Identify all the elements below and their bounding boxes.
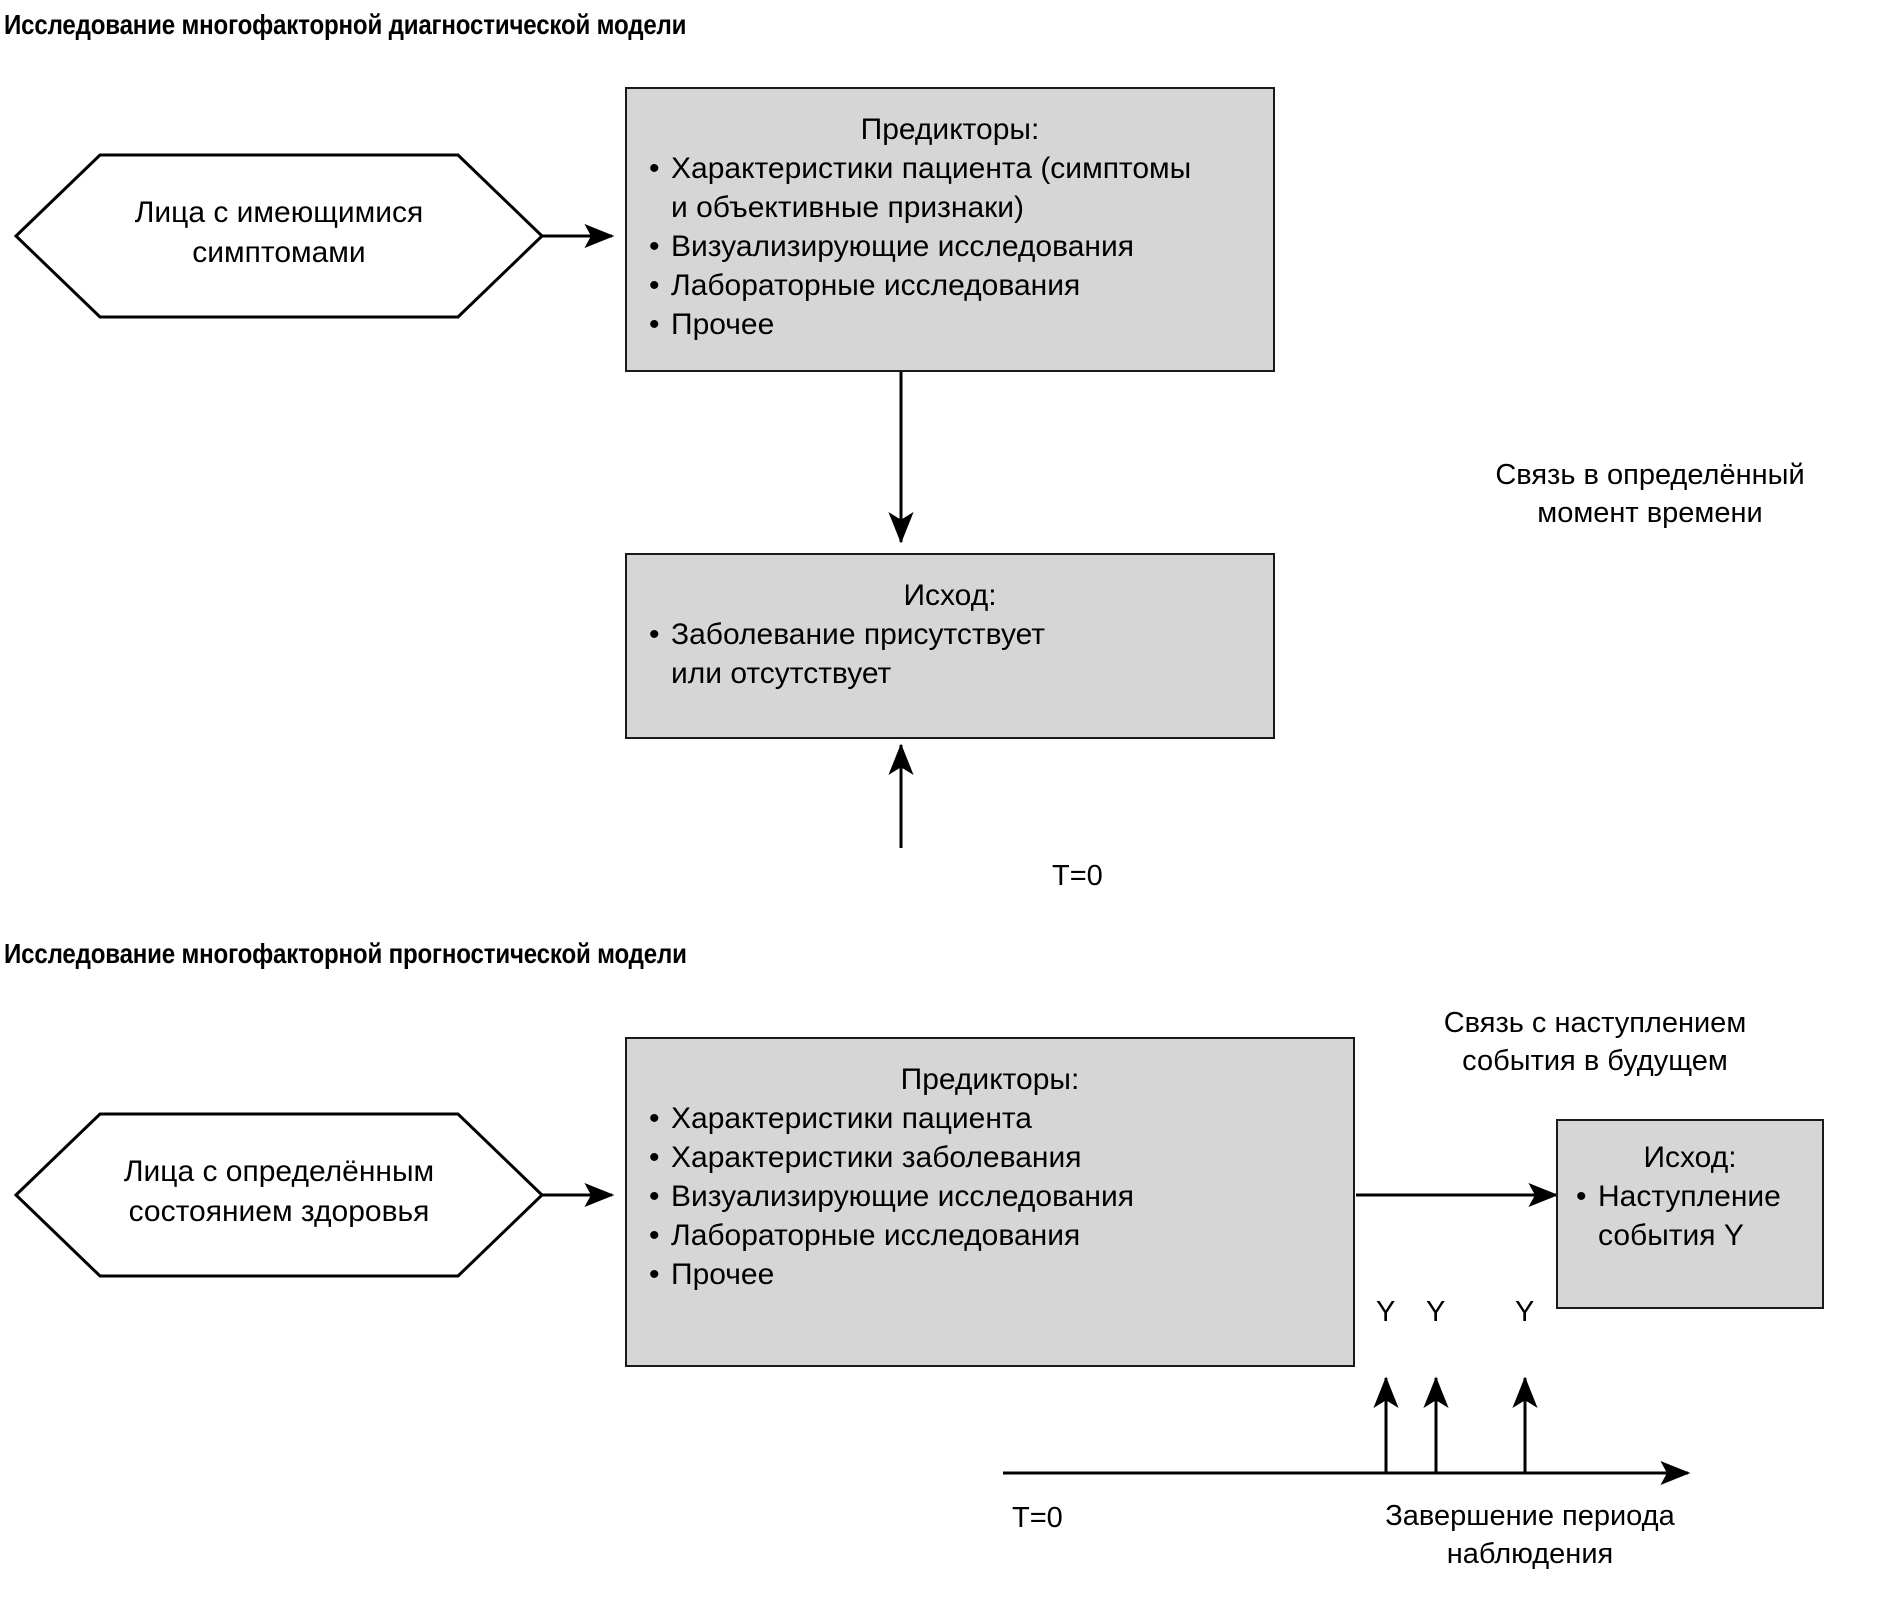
bullet-icon: • <box>1576 1180 1587 1214</box>
bullet-icon: • <box>649 618 660 652</box>
list-item-text: Характеристики пациента (симптомы и объе… <box>671 152 1192 225</box>
list-item: • Заболевание присутствует или отсутству… <box>641 615 1259 693</box>
bullet-icon: • <box>649 269 660 303</box>
list-item: • Характеристики заболевания <box>641 1138 1339 1177</box>
list-item-text: Визуализирующие исследования <box>671 1180 1134 1214</box>
diagnostic-population-hexagon: Лица с имеющимися симптомами <box>16 155 542 317</box>
diagnostic-outcome-list: • Заболевание присутствует или отсутству… <box>641 615 1259 693</box>
event-marker-y-3: Y <box>1515 1296 1535 1328</box>
list-item-text: Наступление события Y <box>1598 1180 1781 1253</box>
bullet-icon: • <box>649 230 660 264</box>
list-item: • Визуализирующие исследования <box>641 1177 1339 1216</box>
bullet-icon: • <box>649 152 660 186</box>
diagnostic-predictors-box: Предикторы: • Характеристики пациента (с… <box>625 87 1275 372</box>
prognostic-section-title: Исследование многофакторной прогностичес… <box>4 938 687 969</box>
prognostic-population-line2: состоянием здоровья <box>128 1195 430 1228</box>
prognostic-population-hexagon: Лица с определённым состоянием здоровья <box>16 1114 542 1276</box>
bullet-icon: • <box>649 1258 660 1292</box>
prognostic-time-zero-label: T=0 <box>1012 1502 1063 1534</box>
prognostic-relation-note: Связь с наступлением события в будущем <box>1443 1007 1747 1077</box>
list-item-text: Заболевание присутствует или отсутствует <box>671 618 1046 691</box>
list-item-text: Прочее <box>671 308 775 342</box>
list-item: • Прочее <box>641 305 1259 344</box>
prognostic-predictors-heading: Предикторы: <box>900 1063 1080 1096</box>
prognostic-predictors-list: • Характеристики пациента • Характеристи… <box>641 1099 1339 1294</box>
list-item-text: Характеристики пациента <box>671 1102 1032 1136</box>
diagnostic-section-title: Исследование многофакторной диагностичес… <box>4 9 687 40</box>
list-item-text: Лабораторные исследования <box>671 1219 1081 1253</box>
prognostic-outcome-heading: Исход: <box>1643 1141 1737 1174</box>
bullet-icon: • <box>649 1102 660 1136</box>
list-item-text: Прочее <box>671 1258 775 1292</box>
list-item-text: Характеристики заболевания <box>671 1141 1082 1175</box>
list-item-text: Лабораторные исследования <box>671 269 1081 303</box>
event-tick-arrows <box>1373 1376 1538 1473</box>
list-item: • Визуализирующие исследования <box>641 227 1259 266</box>
diagnostic-predictors-heading: Предикторы: <box>860 113 1040 146</box>
prognostic-outcome-box: Исход: • Наступление события Y <box>1556 1119 1824 1309</box>
diagnostic-population-line1: Лица с имеющимися <box>134 196 424 229</box>
event-marker-y-2: Y <box>1426 1296 1446 1328</box>
diagnostic-time-zero-label: T=0 <box>1052 860 1103 892</box>
diagnostic-outcome-heading: Исход: <box>903 579 997 612</box>
list-item: • Характеристики пациента <box>641 1099 1339 1138</box>
list-item: • Прочее <box>641 1255 1339 1294</box>
diagnostic-predictors-list: • Характеристики пациента (симптомы и об… <box>641 149 1259 344</box>
prognostic-population-line1: Лица с определённым <box>123 1155 435 1188</box>
bullet-icon: • <box>649 1180 660 1214</box>
diagnostic-outcome-box: Исход: • Заболевание присутствует или от… <box>625 553 1275 739</box>
list-item: • Лабораторные исследования <box>641 266 1259 305</box>
bullet-icon: • <box>649 308 660 342</box>
diagnostic-relation-note: Связь в определённый момент времени <box>1495 459 1805 529</box>
list-item: • Лабораторные исследования <box>641 1216 1339 1255</box>
prognostic-predictors-box: Предикторы: • Характеристики пациента • … <box>625 1037 1355 1367</box>
followup-end-label: Завершение периода наблюдения <box>1385 1500 1675 1570</box>
list-item: • Наступление события Y <box>1568 1177 1812 1255</box>
event-marker-y-1: Y <box>1376 1296 1396 1328</box>
prognostic-outcome-list: • Наступление события Y <box>1568 1177 1812 1255</box>
list-item: • Характеристики пациента (симптомы и об… <box>641 149 1259 227</box>
bullet-icon: • <box>649 1219 660 1253</box>
bullet-icon: • <box>649 1141 660 1175</box>
diagnostic-population-line2: симптомами <box>192 236 366 269</box>
list-item-text: Визуализирующие исследования <box>671 230 1134 264</box>
